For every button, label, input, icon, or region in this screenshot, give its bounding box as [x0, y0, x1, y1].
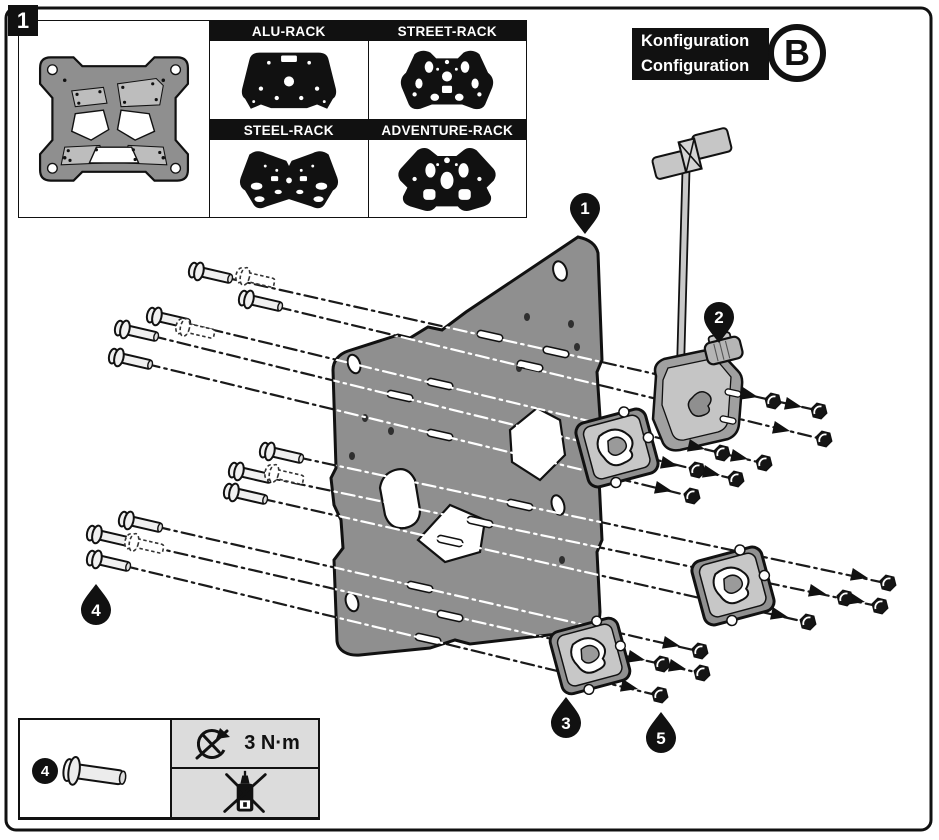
legend-part-cell: 4: [20, 720, 170, 817]
configuration-letter-badge: B: [768, 24, 826, 82]
rack-cell-alu: ALU-RACK: [209, 21, 368, 119]
adapter-plate-top-view: [38, 56, 190, 182]
callout-2-lock: 2: [704, 302, 734, 343]
lock-mechanism-detail: [687, 391, 712, 417]
quick-release-tag-icon: [651, 127, 733, 180]
adapter-plate-preview: [19, 21, 209, 217]
rack-label: ALU-RACK: [210, 21, 368, 41]
configuration-letter: B: [784, 32, 810, 73]
svg-text:5: 5: [656, 729, 665, 748]
rack-cell-steel: STEEL-RACK: [209, 119, 368, 217]
step-number: 1: [8, 5, 38, 36]
configuration-line-de: Konfiguration: [641, 32, 750, 51]
compatibility-box: ALU-RACK STREET-RACK: [18, 20, 527, 218]
legend-item-number: 4: [40, 762, 50, 780]
rack-table: ALU-RACK STREET-RACK: [209, 21, 526, 217]
figure-border: [4, 6, 933, 832]
legend-item-callout: 4: [32, 758, 58, 784]
lock-rod: [676, 151, 691, 369]
svg-text:4: 4: [91, 601, 101, 620]
callout-1-plate: 1: [570, 193, 600, 234]
alu-rack-silhouette-icon: [241, 52, 336, 109]
plate-small-holes: [349, 313, 580, 564]
configuration-line-en: Configuration: [641, 57, 750, 75]
callout-5-nut: 5: [646, 712, 676, 753]
rack-cell-street: STREET-RACK: [367, 21, 526, 119]
rack-label: STEEL-RACK: [210, 120, 368, 140]
step-number-label: 1: [16, 7, 30, 33]
adventure-rack-silhouette-icon: [398, 147, 496, 211]
svg-text:2: 2: [714, 308, 723, 327]
quick-lock-assembly: [651, 127, 744, 452]
street-rack-silhouette-icon: [401, 50, 494, 110]
svg-text:3: 3: [561, 714, 570, 733]
assembly-direction-arrows: [619, 386, 870, 696]
adapter-plate: [329, 235, 604, 657]
callout-3-adapter: 3: [551, 697, 581, 738]
collar-screws: [84, 259, 307, 577]
no-threadlocker-icon: [223, 770, 267, 813]
legend-threadlocker-row: [172, 767, 318, 817]
legend-torque-row: 3 N·m: [172, 720, 318, 767]
legend-box: 4 3 N·m: [18, 718, 320, 820]
distance-adapter: [686, 537, 782, 634]
crossed-ratchet-icon: [195, 727, 231, 759]
plate-cutouts: [378, 406, 567, 564]
rack-label: ADVENTURE-RACK: [368, 120, 526, 140]
torque-value: 3 N·m: [244, 732, 300, 754]
steel-rack-silhouette-icon: [239, 150, 338, 208]
legend-right-column: 3 N·m: [170, 720, 318, 817]
rack-cell-adventure: ADVENTURE-RACK: [367, 119, 526, 217]
svg-text:1: 1: [580, 199, 589, 218]
configuration-label: Konfiguration Configuration: [632, 28, 769, 80]
collar-screw-icon: [62, 756, 127, 786]
callout-4-screw: 4: [81, 584, 111, 625]
rack-label: STREET-RACK: [368, 21, 526, 41]
